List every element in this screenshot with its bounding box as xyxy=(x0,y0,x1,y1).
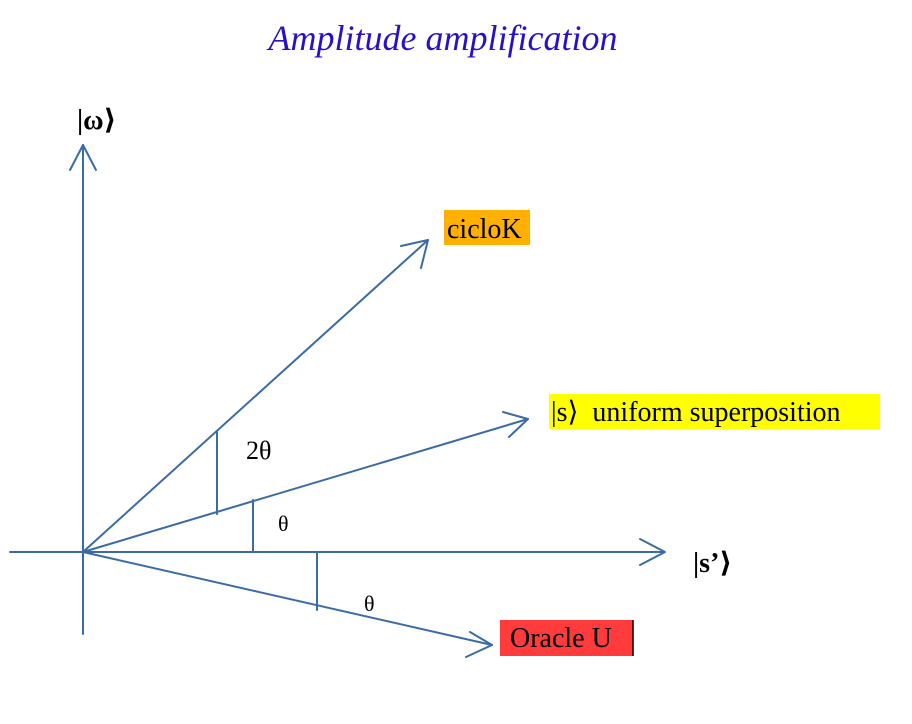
ciclok-vector xyxy=(82,239,429,553)
two-theta-label: 2θ xyxy=(246,436,271,465)
theta-upper-label: θ xyxy=(278,511,289,536)
s-label-highlight xyxy=(549,394,880,429)
ciclok-arrowhead xyxy=(400,239,429,269)
oracle-vector xyxy=(82,551,493,646)
theta-lower-label: θ xyxy=(364,591,375,616)
s-arrowhead xyxy=(502,411,529,438)
omega-axis-label: |ω⟩ xyxy=(77,105,116,136)
s-vector xyxy=(82,418,529,553)
ciclok-label-highlight xyxy=(444,210,530,245)
s-prime-axis-label: |s’⟩ xyxy=(693,548,732,579)
oracle-label: Oracle U xyxy=(510,623,612,654)
oracle-label-highlight xyxy=(500,620,633,656)
horizontal-axis-arrowhead xyxy=(639,538,666,566)
diagram-title: Amplitude amplification xyxy=(267,18,618,58)
s-label: |s⟩ uniform superposition xyxy=(551,397,841,428)
oracle-arrowhead xyxy=(465,631,493,658)
ciclok-label: cicloK xyxy=(447,214,522,245)
vertical-axis-arrowhead xyxy=(69,144,97,171)
